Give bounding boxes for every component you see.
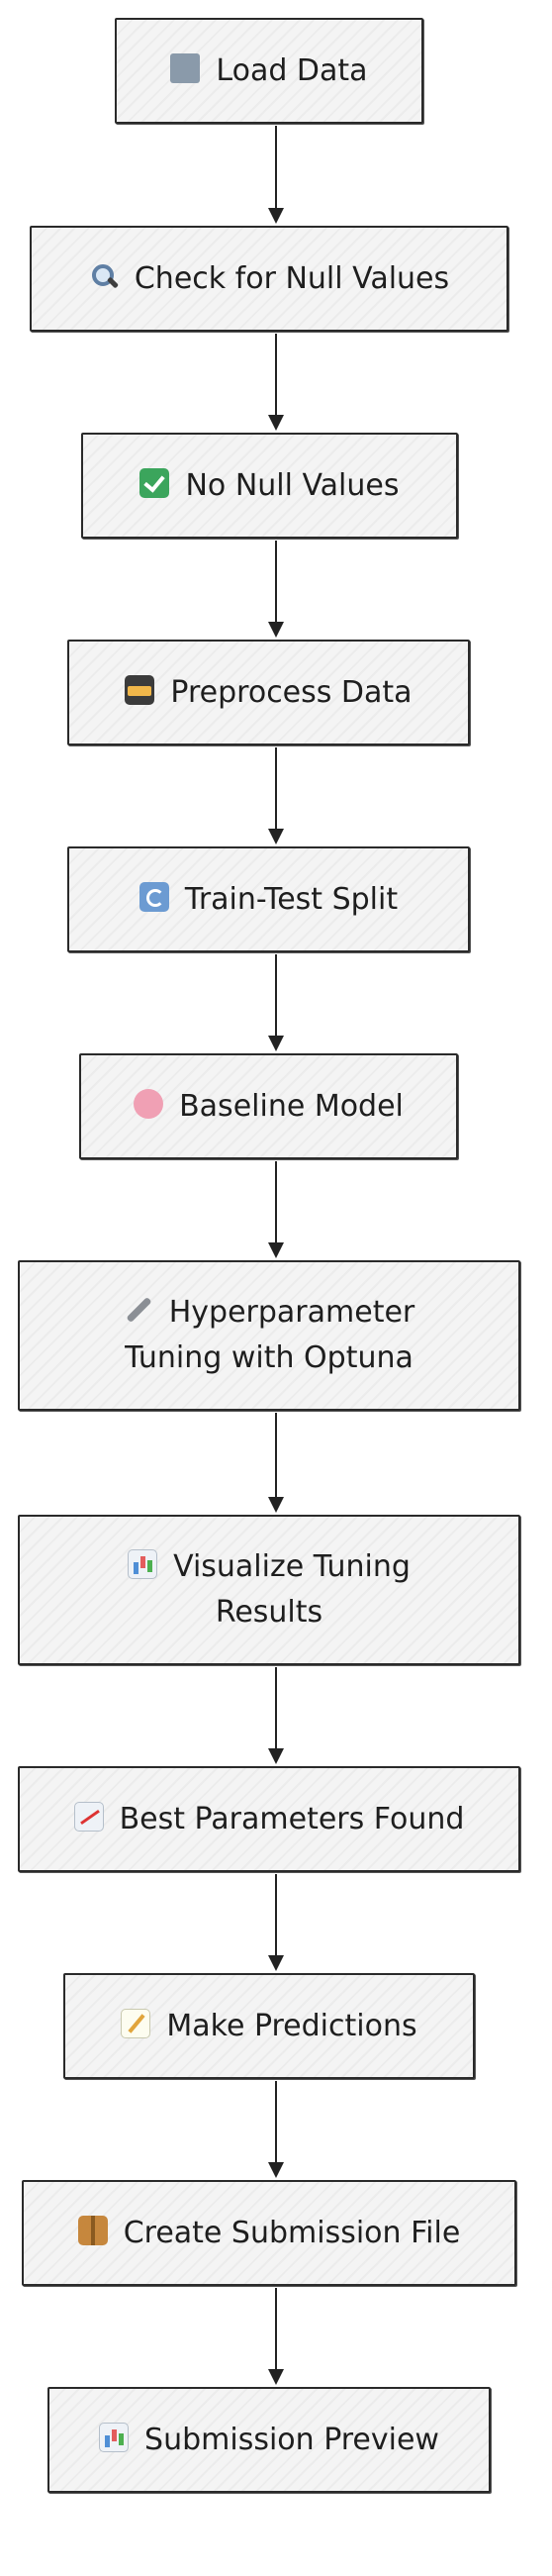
node-label-text: Train-Test Split [184,881,399,917]
arrow-head [268,2162,284,2178]
node-label-line: Hyperparameter [124,1290,415,1336]
edge-split-to-baseline [275,954,277,1038]
node-submission: Create Submission File [22,2180,516,2286]
bar-chart-icon [99,2422,130,2452]
node-preprocess: Preprocess Data [67,640,470,745]
node-load: Load Data [115,18,423,124]
node-label-line: Tuning with Optuna [125,1336,414,1381]
node-null-check: Check for Null Values [30,226,508,332]
arrow-head [268,1955,284,1971]
node-predict: Make Predictions [63,1973,475,2079]
arrow-head [268,2369,284,2385]
node-label-line: Load Data [170,49,368,94]
edge-no-null-to-preprocess [275,541,277,624]
wrench-icon [124,1295,153,1325]
memo-icon [121,2008,151,2038]
node-label-line: Check for Null Values [89,256,449,302]
node-label-text: Make Predictions [166,2008,417,2043]
magnifier-icon [89,261,119,291]
node-label-text: Create Submission File [123,2215,461,2250]
node-baseline: Baseline Model [79,1053,458,1159]
node-label-text: Check for Null Values [134,260,450,296]
node-label-line: No Null Values [139,463,400,509]
edge-preprocess-to-split [275,747,277,831]
node-label-text: Submission Preview [144,2422,439,2457]
arrow-head [268,1497,284,1513]
arrow-head [268,208,284,224]
arrow-head [268,622,284,638]
arrow-head [268,1242,284,1258]
node-label-text: Baseline Model [179,1088,404,1124]
cycle-arrows-icon [138,881,169,912]
node-label-line: Preprocess Data [125,670,413,716]
edge-best-params-to-predict [275,1874,277,1957]
line-chart-icon [73,1801,104,1832]
node-label-text: Results [215,1595,323,1630]
node-label-line: Best Parameters Found [73,1797,465,1842]
edge-baseline-to-tuning [275,1161,277,1244]
arrow-head [268,415,284,431]
folder-icon [170,52,201,83]
edge-load-to-null-check [275,126,277,210]
arrow-head [268,829,284,844]
node-label-line: Make Predictions [121,2004,417,2049]
node-label-line: Submission Preview [99,2418,439,2463]
node-label-text: Preprocess Data [170,674,413,710]
node-label-line: Baseline Model [134,1084,404,1130]
edge-submission-to-preview [275,2288,277,2371]
node-split: Train-Test Split [67,846,470,952]
node-best-params: Best Parameters Found [18,1766,520,1872]
node-label-line: Train-Test Split [138,877,399,923]
node-label-text: No Null Values [185,467,400,503]
edge-tuning-to-visualize [275,1413,277,1499]
node-label-text: Hyperparameter [168,1295,415,1330]
edge-predict-to-submission [275,2081,277,2164]
arrow-head [268,1748,284,1764]
bar-chart-icon [128,1549,158,1579]
node-label-text: Tuning with Optuna [125,1340,414,1375]
edge-null-check-to-no-null [275,334,277,417]
edge-visualize-to-best-params [275,1667,277,1750]
node-label-text: Visualize Tuning [173,1549,411,1584]
node-label-line: Results [216,1590,322,1635]
node-label-line: Create Submission File [77,2211,461,2256]
card-box-icon [125,674,155,705]
node-label-text: Best Parameters Found [119,1801,465,1836]
brain-icon [134,1088,164,1119]
node-label-line: Visualize Tuning [128,1544,411,1590]
node-preview: Submission Preview [47,2387,491,2493]
check-mark-icon [139,467,170,498]
arrow-head [268,1036,284,1051]
node-no-null: No Null Values [81,433,458,539]
package-icon [77,2215,108,2245]
node-label-text: Load Data [216,52,368,88]
